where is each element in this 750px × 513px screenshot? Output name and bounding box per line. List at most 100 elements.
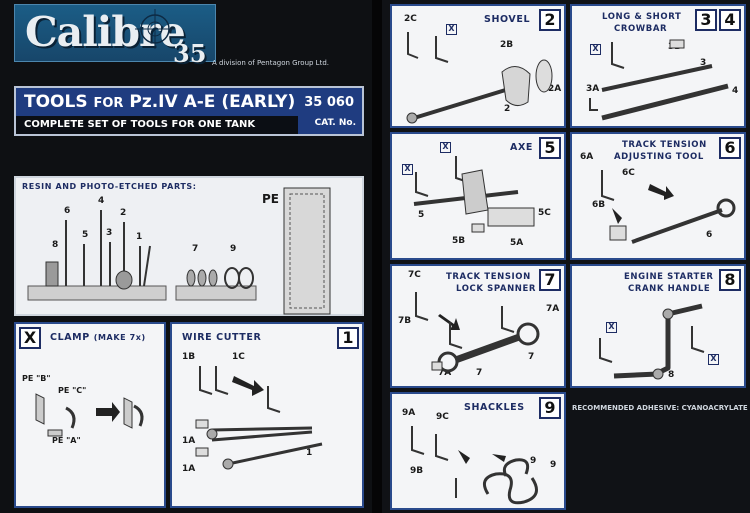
- crowbar-panel: LONG & SHORT CROWBAR 3 4 X 3B 3 3A 4: [570, 4, 746, 128]
- wire-cutter-diagram: [195, 366, 323, 470]
- part-label: 9A: [402, 408, 416, 418]
- part-label: 1: [136, 232, 143, 242]
- crowbar-diagram: [589, 39, 729, 121]
- clamp-marker: X: [440, 142, 451, 153]
- crank-title-1: ENGINE STARTER: [624, 272, 714, 282]
- clamp-badge: X: [19, 327, 41, 349]
- clamp-title-text: CLAMP: [50, 332, 90, 343]
- part-label: PE "A": [52, 436, 81, 445]
- title-word: TOOLS: [24, 92, 88, 112]
- pe-label: PE: [262, 192, 279, 206]
- part-label: 6B: [592, 200, 606, 210]
- shovel-diagram: [406, 32, 553, 124]
- part-label: 9: [530, 456, 537, 466]
- brand-number: 35: [173, 39, 207, 68]
- part-label: 3: [106, 228, 113, 238]
- part-label: 8: [668, 370, 675, 380]
- part-label: 1B: [182, 352, 196, 362]
- clamp-panel: X CLAMP (MAKE 7x) PE "B" PE "C" PE "A": [14, 322, 166, 508]
- kit-title: TOOLS FOR Pz.IV A-E (EARLY): [24, 92, 295, 112]
- shackles-panel: SHACKLES 9 9A 9C 9B 9 9: [390, 392, 566, 510]
- part-label: 5C: [538, 208, 551, 218]
- part-label: 1A: [182, 464, 196, 474]
- part-label: 7C: [408, 270, 421, 280]
- part-label: 3A: [586, 84, 600, 94]
- catalog-number: 35 060: [304, 95, 354, 110]
- kit-subtitle: COMPLETE SET OF TOOLS FOR ONE TANK: [16, 116, 298, 134]
- crank-title-2: CRANK HANDLE: [628, 284, 711, 294]
- shackles-diagram: [411, 426, 538, 505]
- step-number: 9: [539, 397, 561, 419]
- part-label: 1A: [182, 436, 196, 446]
- part-label: 6: [706, 230, 713, 240]
- left-page: Calibre 35 A division of Pentagon Group …: [0, 0, 372, 513]
- part-label: 4: [732, 86, 739, 96]
- lock-spanner-diagram: [415, 292, 540, 373]
- crowbar-title-1: LONG & SHORT: [602, 12, 682, 22]
- lock-spanner-panel: TRACK TENSION LOCK SPANNER 7 7C 7B 7A 7 …: [390, 264, 566, 388]
- part-label: 4: [98, 196, 105, 206]
- part-label: 2C: [404, 14, 417, 24]
- part-label: PE "C": [58, 386, 87, 395]
- title-model: Pz.IV A-E (EARLY): [129, 92, 296, 112]
- step-number: 7: [539, 269, 561, 291]
- axe-title: AXE: [510, 142, 533, 153]
- part-label: 1C: [232, 352, 245, 362]
- adhesive-note: RECOMMENDED ADHESIVE: CYANOACRYLATE: [572, 404, 748, 412]
- clamp-marker: X: [446, 24, 457, 35]
- part-label: 9B: [410, 466, 424, 476]
- wire-cutter-title: WIRE CUTTER: [182, 332, 262, 343]
- catalog-label: CAT. No.: [314, 118, 356, 128]
- clamp-title: CLAMP (MAKE 7x): [50, 332, 146, 343]
- clamp-marker: X: [590, 44, 601, 55]
- page-spine: [372, 0, 382, 513]
- right-page: SHOVEL 2 2C X 2B 2A 2 LONG & SHORT CROWB…: [382, 0, 750, 513]
- step-number: 1: [337, 327, 359, 349]
- wire-cutter-panel: WIRE CUTTER 1 1B 1C 1A 1A 1: [170, 322, 364, 508]
- track-tool-diagram: [601, 170, 736, 244]
- part-label: 9: [230, 244, 237, 254]
- part-label: PE "B": [22, 374, 51, 383]
- crosshair-icon: [135, 9, 175, 49]
- part-label: 5A: [510, 238, 524, 248]
- shovel-title: SHOVEL: [484, 14, 531, 25]
- clamp-marker: X: [606, 322, 617, 333]
- part-label: 3: [700, 58, 707, 68]
- part-label: 6C: [622, 168, 635, 178]
- track-tool-title-2: ADJUSTING TOOL: [614, 152, 704, 162]
- clamp-marker: X: [708, 354, 719, 365]
- clamp-title-note: (MAKE 7x): [93, 333, 146, 342]
- parts-illustration: [27, 187, 331, 315]
- part-label: 7A: [438, 368, 452, 378]
- track-tool-title-1: TRACK TENSION: [622, 140, 707, 150]
- part-label: 9C: [436, 412, 449, 422]
- division-text: A division of Pentagon Group Ltd.: [212, 59, 329, 67]
- clamp-marker: X: [402, 164, 413, 175]
- part-label: 7: [192, 244, 199, 254]
- crowbar-title-2: CROWBAR: [614, 24, 668, 34]
- part-label: 6: [64, 206, 71, 216]
- clamp-diagram: [35, 393, 144, 437]
- step-number: 2: [539, 9, 561, 31]
- part-label: 6A: [580, 152, 594, 162]
- part-label: 7: [476, 368, 483, 378]
- step-number: 3: [695, 9, 717, 31]
- shovel-panel: SHOVEL 2 2C X 2B 2A 2: [390, 4, 566, 128]
- step-number: 6: [719, 137, 741, 159]
- crank-panel: ENGINE STARTER CRANK HANDLE 8 X X 8: [570, 264, 746, 388]
- brand-logo: Calibre 35: [14, 4, 216, 68]
- part-label: 2A: [548, 84, 562, 94]
- track-tool-panel: TRACK TENSION ADJUSTING TOOL 6 6A 6C 6B …: [570, 132, 746, 260]
- part-label: 5: [418, 210, 425, 220]
- part-label: 1: [306, 448, 313, 458]
- axe-diagram: [413, 156, 535, 233]
- lock-spanner-title-2: LOCK SPANNER: [456, 284, 537, 294]
- parts-title: RESIN AND PHOTO-ETCHED PARTS:: [22, 182, 197, 191]
- axe-panel: AXE 5 X X 5 5B 5A 5C: [390, 132, 566, 260]
- step-number: 4: [719, 9, 741, 31]
- part-label: 5: [82, 230, 89, 240]
- part-label: 9: [550, 460, 557, 470]
- part-label: 7B: [398, 316, 412, 326]
- title-for: FOR: [93, 96, 124, 111]
- part-label: 5B: [452, 236, 466, 246]
